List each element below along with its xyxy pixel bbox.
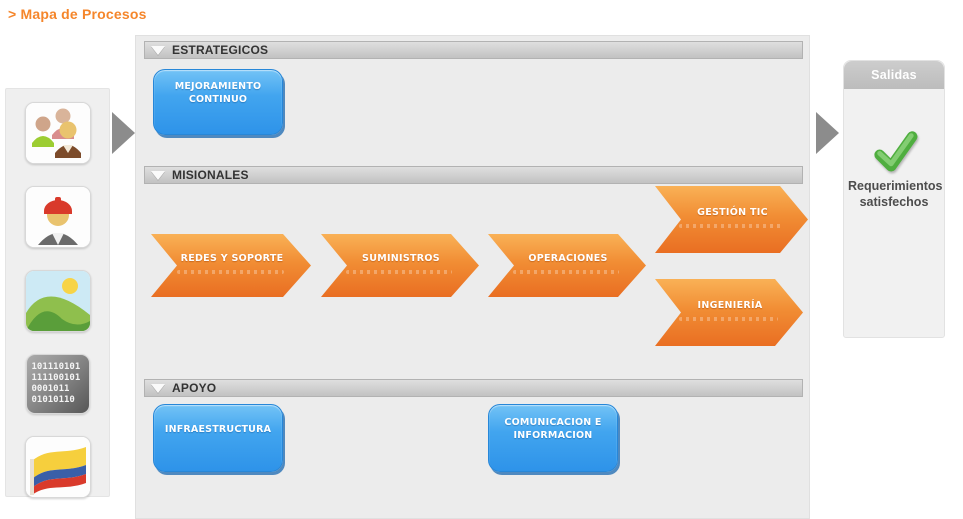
process-label: SUMINISTROS xyxy=(362,253,440,264)
section-header-estrategicos[interactable]: ESTRATEGICOS xyxy=(144,41,803,59)
process-label: MEJORAMIENTO CONTINUO xyxy=(174,81,262,105)
process-label: OPERACIONES xyxy=(528,253,608,264)
flow-arrow-inputs-to-map-icon xyxy=(112,112,135,154)
people-group-icon[interactable] xyxy=(24,102,91,164)
check-icon xyxy=(874,131,918,172)
process-label: INGENIERÍA xyxy=(697,300,763,311)
binary-line: 01010110 xyxy=(31,394,75,405)
process-label: INFRAESTRUCTURA xyxy=(164,423,272,435)
binary-code-icon[interactable]: 101110101 111100101 0001011 01010110 xyxy=(25,354,90,414)
colombia-flag-graphic xyxy=(25,437,90,497)
process-comunicacion-e-informacion[interactable]: COMUNICACION E INFORMACION xyxy=(488,404,618,472)
worker-helmet-graphic xyxy=(25,187,90,247)
worker-helmet-icon[interactable] xyxy=(24,186,91,248)
collapse-triangle-icon[interactable] xyxy=(151,171,165,180)
process-label: GESTIÓN TIC xyxy=(697,207,768,218)
salidas-panel: Salidas Requerimientos satisfechos xyxy=(843,60,945,338)
process-label: COMUNICACION E INFORMACION xyxy=(504,417,602,441)
section-label: MISIONALES xyxy=(172,168,249,182)
flow-arrow-map-to-salidas-icon xyxy=(816,112,839,154)
section-label: APOYO xyxy=(172,381,217,395)
inputs-sidebar: 101110101 111100101 0001011 01010110 xyxy=(5,88,110,498)
collapse-triangle-icon[interactable] xyxy=(151,384,165,393)
process-infraestructura[interactable]: INFRAESTRUCTURA xyxy=(153,404,283,472)
salidas-header: Salidas xyxy=(844,61,944,89)
colombia-flag-icon[interactable] xyxy=(24,436,91,498)
people-group-graphic xyxy=(25,103,90,163)
collapse-triangle-icon[interactable] xyxy=(151,46,165,55)
binary-line: 0001011 xyxy=(31,384,70,394)
landscape-graphic xyxy=(25,271,90,331)
process-mejoramiento-continuo[interactable]: MEJORAMIENTO CONTINUO xyxy=(153,69,283,135)
page-title: > Mapa de Procesos xyxy=(8,6,147,22)
section-header-misionales[interactable]: MISIONALES xyxy=(144,166,803,184)
binary-line: 101110101 xyxy=(31,362,81,373)
salidas-result-label: Requerimientos satisfechos xyxy=(848,179,943,209)
binary-line: 111100101 xyxy=(31,373,81,384)
process-redes-y-soporte[interactable]: REDES Y SOPORTE xyxy=(151,234,311,297)
section-header-apoyo[interactable]: APOYO xyxy=(144,379,803,397)
section-label: ESTRATEGICOS xyxy=(172,43,269,57)
process-suministros[interactable]: SUMINISTROS xyxy=(321,234,479,297)
process-map-panel: ESTRATEGICOS MEJORAMIENTO CONTINUO MISIO… xyxy=(135,35,810,519)
process-gestion-tic[interactable]: GESTIÓN TIC xyxy=(655,186,808,253)
landscape-image-icon[interactable] xyxy=(24,270,91,332)
process-operaciones[interactable]: OPERACIONES xyxy=(488,234,646,297)
process-ingenieria[interactable]: INGENIERÍA xyxy=(655,279,803,346)
process-label: REDES Y SOPORTE xyxy=(180,253,284,264)
